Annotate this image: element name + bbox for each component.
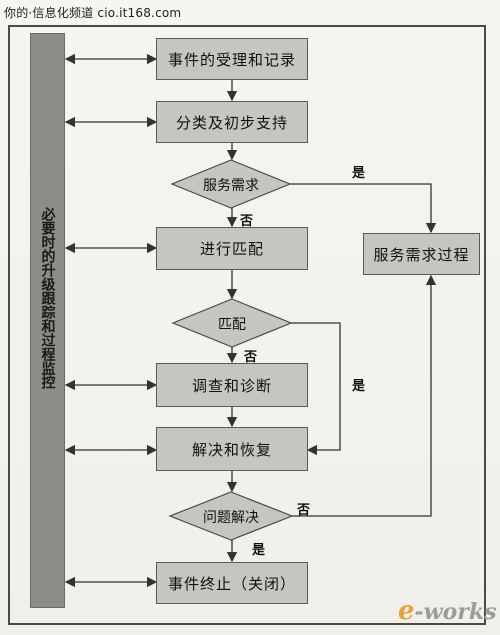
label-solved-no: 否	[297, 503, 311, 518]
diagram-frame	[8, 25, 486, 625]
node-service-process: 服务需求过程	[363, 233, 480, 275]
node-match: 匹配	[218, 317, 246, 333]
label-solved-yes: 是	[252, 543, 266, 558]
node-match-process: 进行匹配	[156, 227, 308, 270]
monitoring-sidebar	[30, 33, 65, 608]
flow-service-yes	[290, 183, 437, 234]
flow-match-yes	[291, 322, 341, 456]
node-close: 事件终止（关闭）	[156, 562, 308, 604]
flow-solved-no	[292, 274, 437, 517]
monitoring-sidebar-label: 必要时的升级跟踪和过程监控	[39, 207, 56, 389]
solved-diamond	[168, 491, 294, 541]
label-service-yes: 是	[352, 166, 366, 181]
node-service-request: 服务需求	[203, 178, 259, 194]
label-match-no: 否	[244, 350, 258, 365]
node-resolve: 解决和恢复	[156, 427, 308, 471]
e-works-logo: e-works	[398, 596, 497, 626]
service-request-diamond	[170, 159, 292, 209]
label-match-yes: 是	[352, 379, 366, 394]
label-service-no: 否	[240, 214, 254, 229]
node-record: 事件的受理和记录	[156, 38, 308, 80]
node-investigate: 调查和诊断	[156, 363, 308, 407]
node-solved: 问题解决	[203, 510, 259, 526]
site-watermark: 你的·信息化频道 cio.it168.com	[4, 6, 182, 20]
node-classify: 分类及初步支持	[156, 101, 308, 143]
